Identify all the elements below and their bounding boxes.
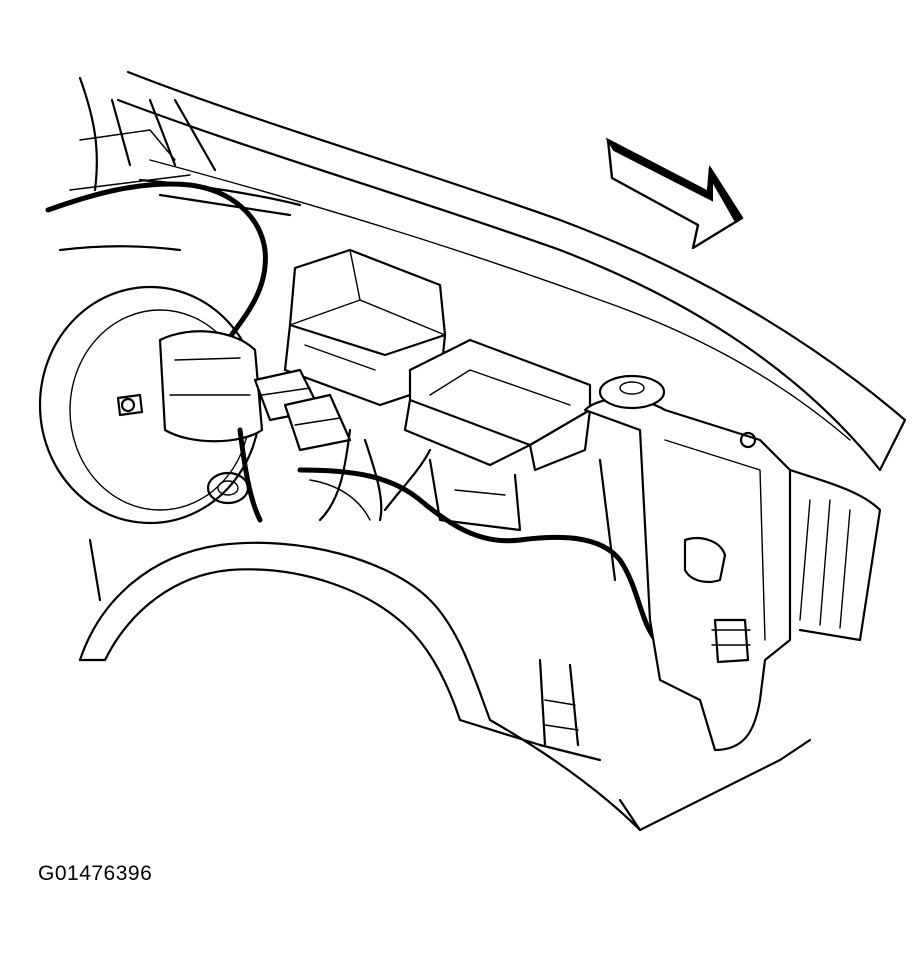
master-cylinder [158, 330, 264, 505]
figure-id-label: G01476396 [38, 862, 153, 885]
underhood-fuse-box [403, 338, 592, 532]
splash-shield [458, 658, 812, 832]
wheel-well [78, 538, 492, 722]
fender-top-edge [116, 70, 907, 472]
front-arrow-icon [605, 137, 744, 250]
washer-reservoir [583, 374, 792, 752]
headlamp [788, 468, 882, 642]
connector-cluster [237, 368, 352, 523]
main-harness [297, 428, 663, 648]
strut-tower [58, 76, 217, 252]
